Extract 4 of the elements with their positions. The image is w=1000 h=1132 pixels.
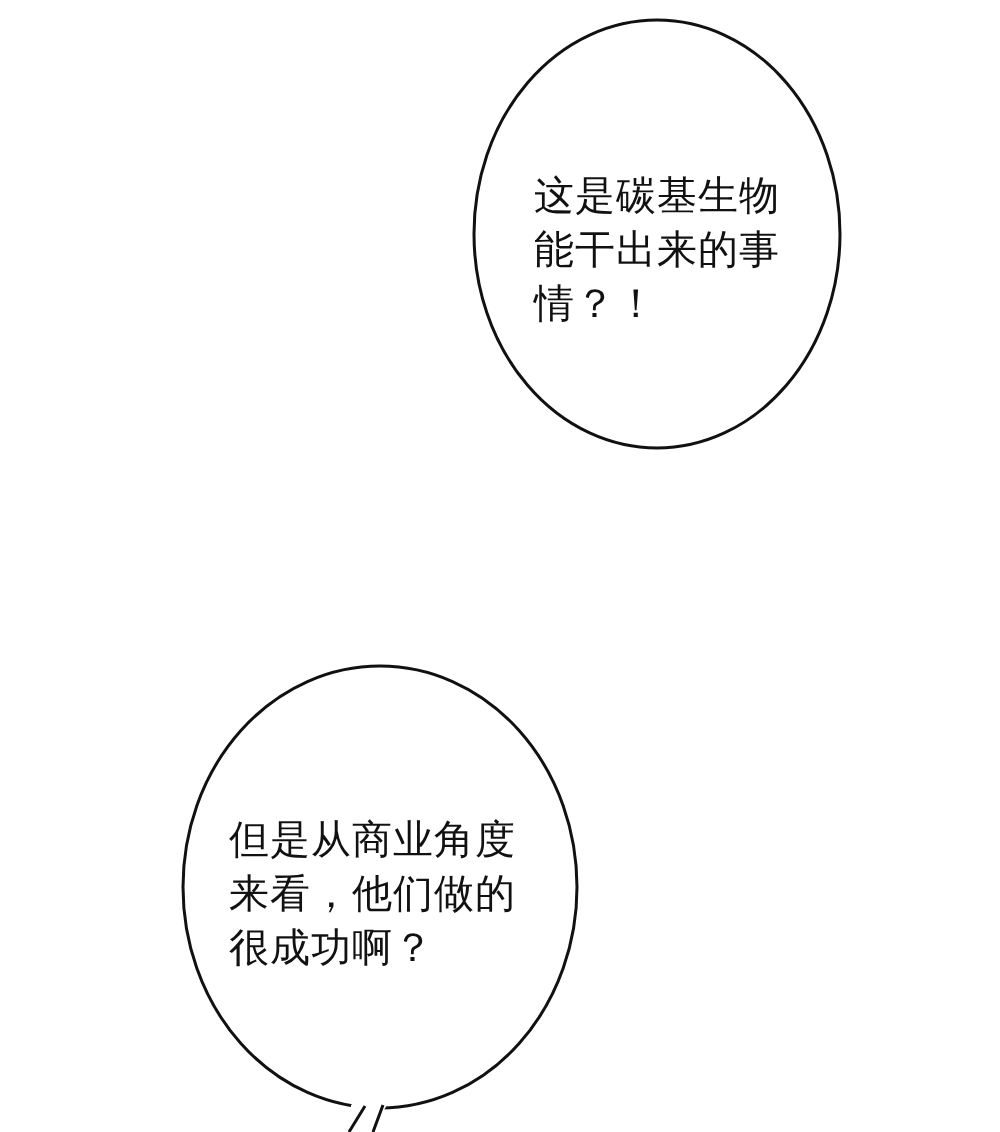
bubble-text: 这是碳基生物能干出来的事情？！ xyxy=(534,171,781,328)
speech-bubble xyxy=(472,18,842,450)
bubble-text: 但是从商业角度来看，他们做的很成功啊？ xyxy=(229,815,517,972)
speech-bubble xyxy=(181,664,579,1132)
